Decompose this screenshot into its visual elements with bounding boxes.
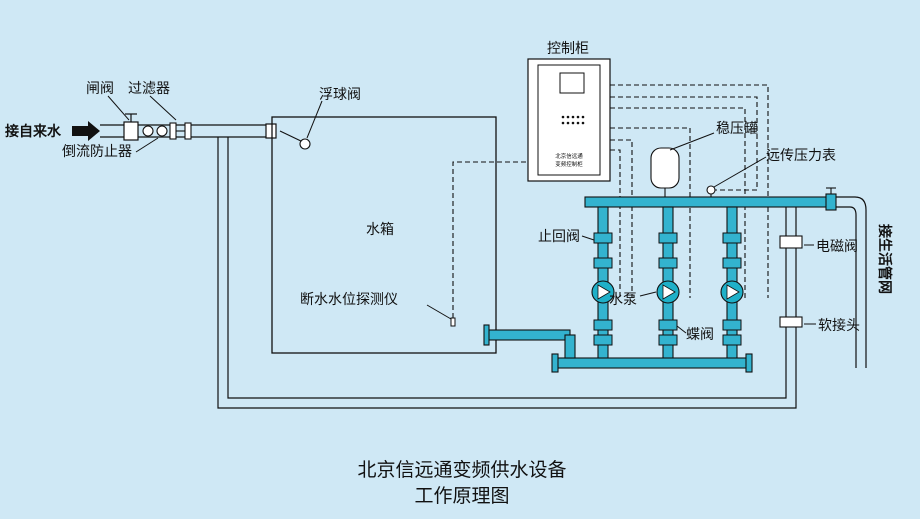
label-level-probe: 断水水位探测仪 bbox=[300, 292, 398, 308]
cabinet-label-2: 变频控制柜 bbox=[555, 160, 583, 168]
tank-inlet-pipe bbox=[265, 123, 277, 139]
label-outlet: 接生活管网 bbox=[876, 224, 893, 294]
pump-unit-1 bbox=[591, 232, 615, 346]
label-butterfly: 蝶阀 bbox=[686, 327, 714, 343]
outlet-valve-icon bbox=[825, 187, 837, 211]
label-backflow: 倒流防止器 bbox=[62, 144, 132, 160]
label-flex-joint: 软接头 bbox=[818, 317, 860, 334]
label-control-cabinet: 控制柜 bbox=[547, 41, 589, 57]
float-valve-icon bbox=[279, 130, 311, 150]
solenoid-branch bbox=[785, 207, 797, 300]
soft-joint-icon bbox=[779, 316, 803, 328]
label-pump: 水泵 bbox=[609, 292, 637, 308]
label-solenoid: 电磁阀 bbox=[816, 239, 858, 255]
pressure-tank-icon bbox=[650, 147, 680, 197]
solenoid-valve-icon bbox=[779, 235, 803, 249]
outlet-pipe bbox=[836, 196, 867, 368]
level-probe-icon bbox=[450, 317, 456, 327]
control-wiring bbox=[452, 84, 769, 318]
cabinet-label-1: 北京信远通 bbox=[555, 152, 583, 160]
backflow-preventer-icon bbox=[142, 122, 192, 140]
label-pressure-tank: 稳压罐 bbox=[716, 121, 758, 137]
label-filter: 过滤器 bbox=[128, 81, 170, 97]
water-tank bbox=[271, 116, 497, 354]
label-remote-gauge: 远传压力表 bbox=[766, 148, 836, 164]
label-float-valve: 浮球阀 bbox=[319, 87, 361, 103]
pump-unit-2 bbox=[656, 232, 680, 346]
label-gate-valve: 闸阀 bbox=[86, 81, 114, 97]
gate-valve-icon bbox=[123, 113, 139, 141]
label-check-valve: 止回阀 bbox=[538, 229, 580, 245]
label-tank: 水箱 bbox=[366, 222, 394, 238]
title-line-2: 工作原理图 bbox=[414, 485, 509, 507]
inlet-arrow-icon bbox=[72, 121, 100, 141]
pressure-gauge-icon bbox=[706, 185, 716, 197]
pump-unit-3 bbox=[720, 232, 744, 346]
control-cabinet: 北京信远通 变频控制柜 bbox=[527, 58, 611, 182]
bypass-loop bbox=[217, 137, 797, 409]
title-line-1: 北京信远通变频供水设备 bbox=[357, 459, 566, 481]
label-inlet: 接自来水 bbox=[5, 123, 62, 140]
